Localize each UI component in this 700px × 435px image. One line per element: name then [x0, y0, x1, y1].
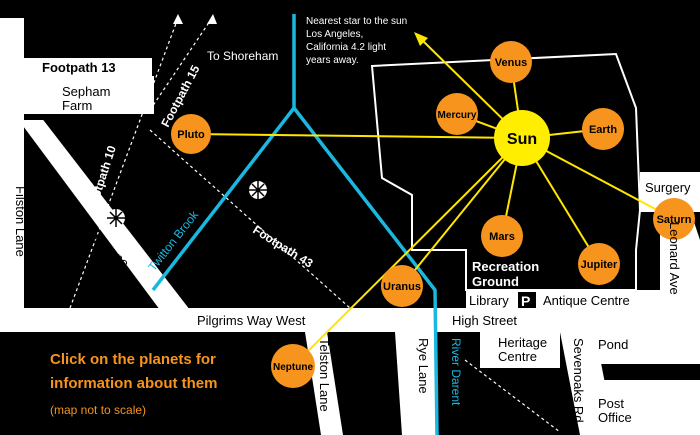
fp15-arrowhead — [207, 14, 217, 24]
parking-label: P — [521, 293, 530, 309]
footpath-right-line — [464, 359, 561, 433]
windmill-icon — [249, 181, 267, 199]
orbit-line-neptune — [292, 137, 523, 367]
nearest-star-arrowhead — [414, 32, 428, 46]
footpath-15-line — [149, 17, 213, 111]
rye-lane-branch — [395, 332, 415, 435]
footpath-43-label: Footpath 43 — [250, 223, 315, 271]
waterways — [151, 14, 439, 435]
orbit-line-pluto — [190, 133, 523, 139]
planet-uranus[interactable]: Uranus — [381, 265, 423, 307]
shops-strip — [466, 290, 660, 310]
planet-neptune-circle[interactable] — [271, 344, 315, 388]
pilgrims-way-label: Pilgrims Way West — [197, 313, 306, 328]
river-darent-label: River Darent — [449, 338, 463, 406]
fp10-arrowhead — [173, 14, 183, 24]
planet-venus[interactable]: Venus — [490, 41, 532, 83]
planet-venus-circle[interactable] — [490, 41, 532, 83]
river-darent-line — [292, 106, 439, 435]
rye-lane-road — [407, 332, 437, 435]
planet-neptune[interactable]: Neptune — [271, 344, 315, 388]
planet-pluto[interactable]: Pluto — [171, 114, 211, 154]
scale-note: (map not to scale) — [50, 403, 146, 417]
planet-pluto-label: Pluto — [177, 129, 205, 141]
planet-earth[interactable]: Earth — [582, 108, 624, 150]
planet-neptune-label: Neptune — [273, 362, 313, 373]
sun-body[interactable]: Sun — [494, 110, 550, 166]
high-street-label: High Street — [452, 313, 517, 328]
sevenoaks-rd-label: Sevenoaks Rd — [571, 338, 586, 423]
planet-earth-label: Earth — [589, 124, 617, 136]
parking-box — [518, 292, 536, 308]
planet-mercury-label: Mercury — [438, 110, 477, 121]
planet-venus-label: Venus — [495, 57, 527, 69]
orbit-line-saturn — [521, 137, 675, 220]
windmill-icon — [107, 209, 125, 227]
orbit-line-uranus — [401, 137, 523, 287]
sepham-farm-label: Sepham Farm — [62, 84, 114, 113]
planet-saturn[interactable]: Saturn — [653, 198, 695, 240]
post-office-block — [598, 380, 700, 435]
library-label: Library — [469, 293, 509, 308]
planet-jupiter-circle[interactable] — [578, 243, 620, 285]
planet-mars-label: Mars — [489, 231, 515, 243]
sepham-farm-strip — [24, 76, 154, 114]
twitton-brook-line — [151, 106, 296, 292]
filston-lane-road — [0, 18, 24, 308]
filston-lane-label: Filston Lane — [13, 186, 28, 257]
planet-uranus-circle[interactable] — [381, 265, 423, 307]
leonard-ave-label: Leonard Ave — [667, 222, 682, 295]
planet-jupiter-label: Jupiter — [581, 259, 618, 271]
antique-centre-label: Antique Centre — [543, 293, 630, 308]
planet-mars-circle[interactable] — [481, 215, 523, 257]
twitton-lane-road — [0, 95, 190, 310]
star-note: Nearest star to the sun Los Angeles, Cal… — [306, 16, 410, 66]
to-shoreham-label: To Shoreham — [207, 49, 278, 63]
rye-lane-label: Rye Lane — [416, 338, 431, 394]
footpaths — [24, 17, 561, 433]
surgery-label: Surgery — [645, 180, 691, 195]
planet-mercury-circle[interactable] — [436, 93, 478, 135]
sun-label: Sun — [507, 131, 537, 148]
recreation-ground-boundary — [370, 52, 642, 291]
heritage-centre-label: Heritage Centre — [498, 335, 551, 364]
planet-saturn-label: Saturn — [657, 214, 692, 226]
leonard-ave-road — [660, 210, 700, 332]
road-network — [0, 18, 700, 435]
pond-block — [595, 332, 700, 364]
footpath-13-label: Footpath 13 — [42, 60, 116, 75]
pond-label: Pond — [598, 337, 628, 352]
planet-earth-circle[interactable] — [582, 108, 624, 150]
pilgrims-way-road — [0, 308, 700, 332]
heritage-block — [480, 332, 560, 368]
planet-mars[interactable]: Mars — [481, 215, 523, 257]
footpath-43-line — [149, 129, 351, 309]
instruction-line-2: information about them — [50, 375, 218, 392]
planet-uranus-label: Uranus — [383, 281, 421, 293]
farm-gap — [24, 114, 154, 120]
planet-jupiter[interactable]: Jupiter — [578, 243, 620, 285]
recreation-ground-label: Recreation Ground — [472, 259, 543, 289]
planet-pluto-circle[interactable] — [171, 114, 211, 154]
post-office-label: Post Office — [598, 396, 632, 425]
telston-lane-road — [305, 332, 343, 435]
footpath-13-strip — [24, 58, 152, 76]
instruction-line-1: Click on the planets for — [50, 351, 216, 368]
planet-saturn-circle[interactable] — [653, 198, 695, 240]
planet-mercury[interactable]: Mercury — [436, 93, 478, 135]
telston-lane-label: Telston Lane — [317, 338, 332, 412]
